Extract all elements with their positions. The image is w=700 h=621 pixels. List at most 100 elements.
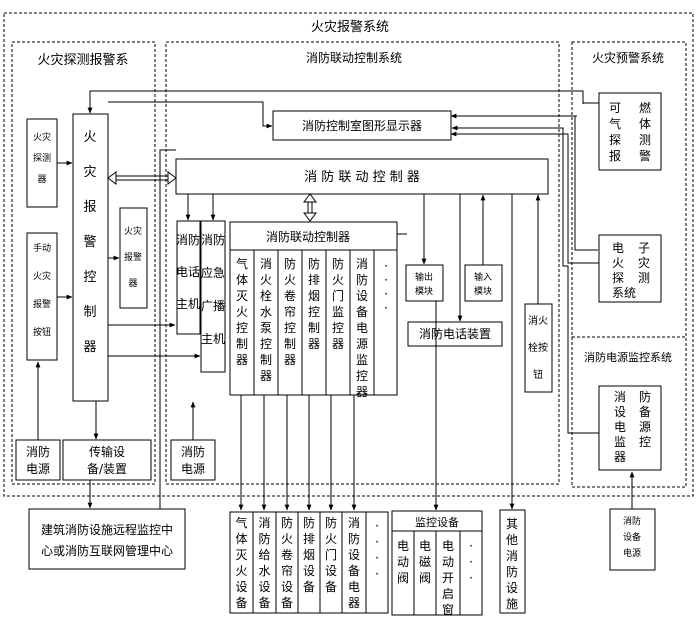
monitor-device-group-box xyxy=(391,510,483,616)
svg-text:系统: 系统 xyxy=(612,286,636,300)
input-module-label: 输入 模块 xyxy=(474,271,492,297)
equipment-column-char: 水 xyxy=(258,564,270,578)
svg-text:消防: 消防 xyxy=(201,232,225,247)
equipment-column-char: 设 xyxy=(281,580,293,594)
equipment-column-char: 备 xyxy=(325,580,337,594)
controller-column-char: 烟 xyxy=(308,289,320,303)
controller-column-char: 制 xyxy=(236,337,248,351)
svg-text:消防: 消防 xyxy=(181,444,205,459)
svg-text:报警: 报警 xyxy=(33,298,51,310)
controller-column-char: 监 xyxy=(356,353,368,367)
linkage-control-frame xyxy=(165,41,560,485)
linkage-controller-label: 消 防 联 动 控 制 器 xyxy=(304,169,420,185)
svg-text:测: 测 xyxy=(638,271,650,285)
svg-text:燃: 燃 xyxy=(639,100,651,115)
transmission-device-box xyxy=(62,439,152,481)
valve-column-char: 启 xyxy=(442,587,454,601)
equipment-dots: · xyxy=(375,567,379,581)
controller-dots: · xyxy=(384,273,388,287)
svg-text:其: 其 xyxy=(506,517,518,531)
svg-text:报: 报 xyxy=(83,200,96,215)
svg-text:灾: 灾 xyxy=(638,255,650,270)
graphic-display-label: 消防控制室图形显示器 xyxy=(302,118,422,133)
other-facilities-box xyxy=(499,509,526,614)
equipment-column-char: 烟 xyxy=(303,548,315,562)
controller-column-char: 火 xyxy=(332,273,344,287)
equipment-column-char: 备 xyxy=(235,596,247,610)
controller-column-char: 水 xyxy=(260,305,272,319)
svg-text:火: 火 xyxy=(612,256,624,270)
svg-text:电话: 电话 xyxy=(176,265,200,279)
valve-column-char: 开 xyxy=(442,571,454,585)
controller-column-char: 制 xyxy=(260,353,272,367)
valve-column-char: 窗 xyxy=(442,603,454,617)
valve-column-char: 电 xyxy=(442,539,454,553)
svg-text:消防: 消防 xyxy=(623,515,641,527)
svg-text:消防: 消防 xyxy=(26,444,50,459)
power-monitor-frame xyxy=(571,336,687,488)
equipment-column-char: 设 xyxy=(258,580,270,594)
valve-dots: · xyxy=(469,555,473,569)
controller-column-char: 控 xyxy=(356,369,368,383)
svg-text:测: 测 xyxy=(639,133,651,147)
alarm-sounder-label: 火灾 报警 器 xyxy=(124,225,142,289)
svg-text:控: 控 xyxy=(83,270,96,285)
controller-column-char: 防 xyxy=(356,272,368,287)
hydrant-button-label: 消火 栓按 钮 xyxy=(528,314,548,381)
valve-dots: · xyxy=(469,539,473,553)
svg-text:设: 设 xyxy=(506,581,518,595)
controller-column-char: 火 xyxy=(284,273,296,287)
svg-text:器: 器 xyxy=(128,278,137,289)
controller-column-char: 设 xyxy=(356,289,368,303)
controller-column-char: 器 xyxy=(284,353,296,367)
svg-text:输出: 输出 xyxy=(415,271,433,283)
equipment-column-char: 设 xyxy=(303,564,315,578)
controller-column-char: 器 xyxy=(308,337,320,351)
svg-text:火灾: 火灾 xyxy=(124,225,142,237)
fire-power-mid-label: 消防 电源 xyxy=(181,444,205,476)
broadcast-host-label: 消防 应急 广播 主机 xyxy=(201,232,225,346)
svg-text:报警: 报警 xyxy=(124,251,142,263)
controller-column-char: 帘 xyxy=(284,304,296,319)
remote-monitoring-center-label: 建筑消防设施远程监控中 心或消防互联网管理中心 xyxy=(41,522,173,558)
equipment-column-char: 备 xyxy=(348,564,360,578)
svg-text:探: 探 xyxy=(609,133,621,147)
svg-text:消防: 消防 xyxy=(176,232,200,247)
svg-text:按钮: 按钮 xyxy=(33,326,51,338)
equipment-column-char: 门 xyxy=(325,547,337,562)
equipment-column-char: 体 xyxy=(235,532,247,546)
controller-column-char: 器 xyxy=(332,337,344,351)
alarm-sounder-box xyxy=(119,207,148,309)
gas-detector-label: 可 气 探 报 燃 体 测 警 xyxy=(609,100,651,163)
power-right-label: 消防 设备 电源 xyxy=(623,515,641,559)
equipment-column-char: 排 xyxy=(303,532,315,546)
svg-text:探: 探 xyxy=(612,271,624,285)
svg-text:气: 气 xyxy=(609,116,621,131)
equipment-column-char: 防 xyxy=(303,515,315,530)
equipment-column-char: 火 xyxy=(235,564,247,578)
fire-power-left-label: 消防 电源 xyxy=(26,444,50,476)
fire-equipment-group-box xyxy=(229,511,389,614)
equipment-column-char: 设 xyxy=(325,564,337,578)
controller-column-char: 消 xyxy=(260,257,272,271)
controller-column-char: 控 xyxy=(260,337,272,351)
svg-text:火: 火 xyxy=(83,130,96,145)
equipment-column-char: 设 xyxy=(235,580,247,594)
controller-column-char: 气 xyxy=(236,256,248,271)
svg-text:防: 防 xyxy=(639,389,651,404)
electric-detector-label: 电 火 探 系统 子 灾 测 xyxy=(612,241,650,300)
hydrant-button-box xyxy=(524,303,553,393)
svg-text:备: 备 xyxy=(639,405,651,419)
svg-text:施: 施 xyxy=(506,597,518,611)
detect-alarm-frame xyxy=(11,41,156,485)
svg-text:电源: 电源 xyxy=(26,462,50,476)
svg-text:灾: 灾 xyxy=(83,164,96,180)
equipment-column-char: 备 xyxy=(281,596,293,610)
svg-text:电源: 电源 xyxy=(181,462,205,476)
equipment-column-char: 器 xyxy=(348,596,360,610)
phone-device-box xyxy=(407,321,503,347)
svg-text:钮: 钮 xyxy=(533,368,543,381)
